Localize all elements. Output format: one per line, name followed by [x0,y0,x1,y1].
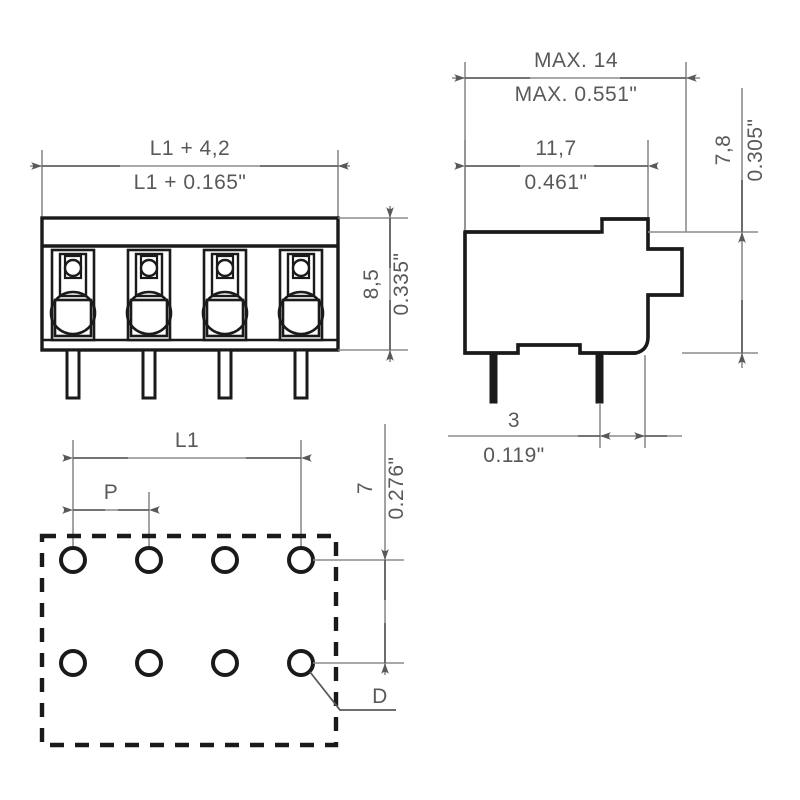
footprint-hole-row-bottom [59,649,315,677]
footprint-hole-label: D [372,685,388,708]
footprint-row-metric-label: 7 [354,482,377,494]
terminal-pocket [277,248,325,342]
front-height-imperial-label: 0.335" [390,252,413,315]
pad-hole [211,546,239,574]
side-height-imperial-label: 0.305" [744,118,767,181]
terminal-pocket [49,248,97,342]
front-view-pins [65,348,309,400]
side-pin-offset-dimension: 3 0.119" [448,355,682,467]
side-body-depth-dimension: 11,7 0.461" [454,137,659,232]
side-height-metric-label: 7,8 [712,135,735,166]
side-max-metric-label: MAX. 14 [534,49,618,72]
pad-hole [135,546,163,574]
footprint-pitch-label: P [104,481,119,504]
footprint-hole-row-top [59,546,315,574]
side-view: MAX. 14 MAX. 0.551" 11,7 0.461" [448,49,767,467]
side-height-dimension: 7,8 0.305" [648,88,767,368]
side-view-pins [489,352,604,404]
front-width-imperial-label: L1 + 0.165" [134,171,247,194]
side-max-imperial-label: MAX. 0.551" [515,83,638,106]
terminal-pocket [125,248,173,342]
footprint-hole-callout: D [309,671,396,711]
side-pin-imperial-label: 0.119" [483,444,544,467]
pad-hole [135,649,163,677]
pad-hole [211,649,239,677]
footprint-row-imperial-label: 0.276" [385,456,408,519]
footprint-length-dimension: L1 [62,429,312,548]
front-width-metric-label: L1 + 4,2 [150,137,230,160]
side-depth-imperial-label: 0.461" [524,171,587,194]
terminal-pocket [201,248,249,342]
footprint-pitch-dimension: P [62,481,160,548]
front-terminal-pockets [49,248,325,342]
side-pin-metric-label: 3 [508,409,520,432]
pad-hole [287,649,315,677]
pcb-footprint-view: L1 P [39,424,408,748]
pad-hole [59,546,87,574]
front-height-metric-label: 8,5 [360,269,383,300]
front-view: L1 + 4,2 L1 + 0.165" [30,137,413,400]
pad-hole [59,649,87,677]
footprint-row-spacing-dimension: 7 0.276" [313,424,408,675]
pad-hole [287,546,315,574]
side-view-body [463,217,684,355]
footprint-outline [39,533,339,748]
front-width-dimension: L1 + 4,2 L1 + 0.165" [30,137,350,218]
side-depth-metric-label: 11,7 [535,137,576,160]
front-height-dimension: 8,5 0.335" [338,206,413,362]
footprint-length-label: L1 [175,429,199,452]
